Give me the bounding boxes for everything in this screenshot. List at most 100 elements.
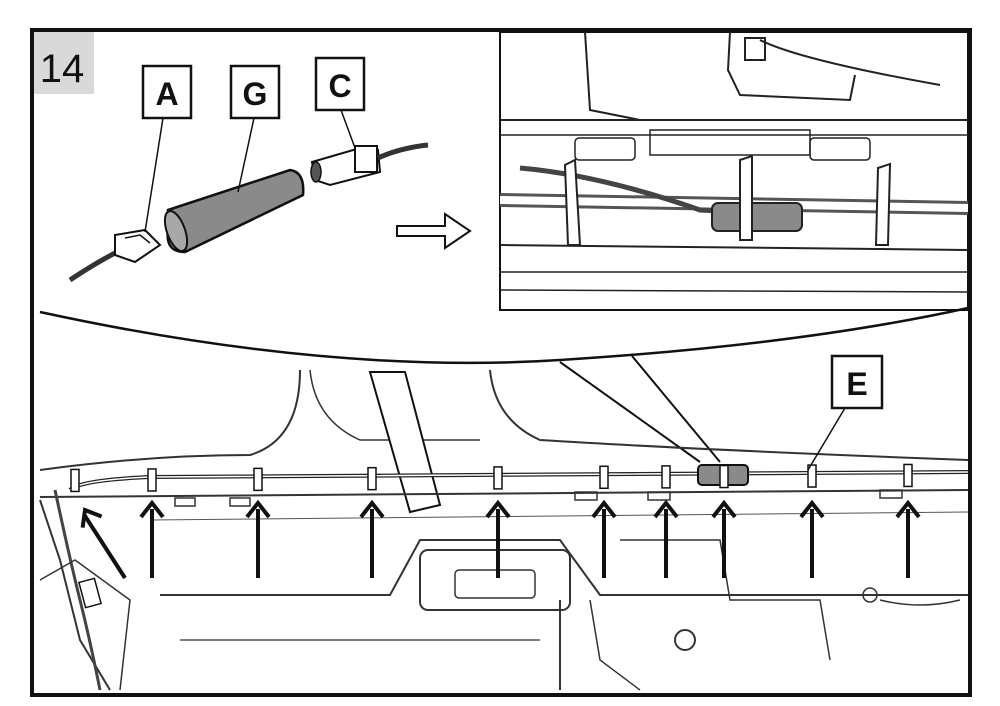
left-wire-drop [53, 489, 102, 691]
zoom-clip-top [744, 37, 766, 61]
zoom-cable-ties [563, 154, 892, 246]
callout-g-box [229, 64, 281, 120]
up-arrow-head [799, 499, 825, 519]
tab [647, 491, 671, 501]
cable-tie [253, 467, 263, 492]
cable-tie-arrows [80, 499, 921, 580]
callout-a-label: A [155, 76, 178, 112]
tab [574, 491, 598, 501]
hollow-arrow-right [396, 212, 472, 250]
callout-a: A [141, 64, 193, 120]
up-arrow-head [245, 499, 271, 519]
cable-tie [903, 463, 913, 488]
connector-a-detail [124, 234, 151, 244]
callout-g-label: G [243, 76, 268, 112]
latch-inner [454, 569, 536, 599]
up-arrow [653, 499, 679, 578]
leader-g [237, 117, 255, 193]
up-arrow-head [485, 499, 511, 519]
heat-shrink-body [166, 168, 305, 254]
zoom-lower-3 [499, 289, 969, 293]
up-arrow [895, 499, 921, 578]
callout-e-box [830, 354, 884, 410]
zoom-tie-3 [874, 162, 892, 246]
up-arrow-head [895, 499, 921, 519]
up-arrow [591, 499, 617, 578]
mounting-tabs [174, 489, 903, 507]
up-arrow-shaft [83, 514, 127, 580]
cable-tie [661, 465, 671, 489]
heat-shrink-end [163, 210, 189, 252]
up-arrow-head [591, 499, 617, 519]
callout-g: G [229, 64, 281, 120]
up-arrow-head [359, 499, 385, 519]
leader-c [340, 109, 356, 149]
latch-housing [419, 549, 571, 611]
vehicle-rear [39, 369, 969, 691]
tab [174, 497, 196, 507]
callout-e: E [830, 354, 884, 410]
left-clip [77, 577, 103, 609]
up-arrow [799, 499, 825, 578]
callout-c: C [314, 56, 366, 112]
bumper-rail [39, 489, 969, 498]
callout-c-label: C [328, 68, 351, 104]
parts-group [68, 109, 429, 283]
magnifier-curve [39, 306, 969, 365]
zoom-slot-1 [574, 137, 636, 161]
cable-tie [70, 468, 80, 493]
trunk-right-panel [620, 539, 831, 661]
up-arrow [139, 499, 165, 578]
outer-frame [30, 28, 972, 697]
cable-tie [599, 465, 609, 490]
tab [229, 497, 251, 507]
up-arrow [485, 499, 511, 578]
zoom-bracket [649, 129, 811, 156]
zoom-upper-panel [726, 31, 856, 102]
cable-tie [367, 466, 377, 491]
tab [879, 489, 903, 499]
zoom-tie-2 [739, 154, 753, 241]
step-badge-bg [34, 32, 94, 94]
magnifier-leader-1 [559, 361, 701, 463]
right-edge-curve [879, 599, 961, 606]
up-arrow-head [653, 499, 679, 519]
zoom-wire [519, 165, 801, 218]
leader-e [807, 407, 846, 471]
up-arrow-head [80, 507, 103, 528]
bumper-rail-lower [149, 511, 969, 521]
cable-tie [719, 464, 729, 489]
trunk-lower-outline [160, 539, 968, 596]
body-curve-right [489, 369, 969, 461]
step-badge: 14 [34, 32, 94, 94]
cable-tie [147, 468, 157, 492]
wire-c [376, 142, 429, 161]
cable-ties [70, 463, 913, 493]
up-arrow [80, 507, 127, 580]
cable-tie [807, 464, 817, 488]
cable-tie [493, 466, 503, 490]
connector-c-collar [354, 145, 378, 173]
callout-a-box [141, 64, 193, 120]
zoom-inset [499, 31, 969, 311]
heat-shrink-tube-g [163, 168, 305, 254]
body-curve-left [39, 369, 301, 471]
connector-a [114, 228, 162, 264]
zoom-upper-line [759, 39, 941, 86]
zoom-pillar [584, 31, 641, 121]
leader-a [144, 117, 164, 233]
up-arrow [359, 499, 385, 578]
up-arrow-head [139, 499, 165, 519]
connector-c-face [310, 161, 322, 183]
zoom-heat-shrink [711, 202, 803, 232]
left-corner-panel [39, 559, 131, 691]
step-number: 14 [40, 47, 85, 91]
callout-c-box [314, 56, 366, 112]
trunk-bracket [589, 599, 641, 691]
up-arrow [245, 499, 271, 578]
body-curve-mid [309, 369, 480, 441]
fastener-hole-small [862, 587, 878, 603]
connector-c [310, 145, 382, 187]
